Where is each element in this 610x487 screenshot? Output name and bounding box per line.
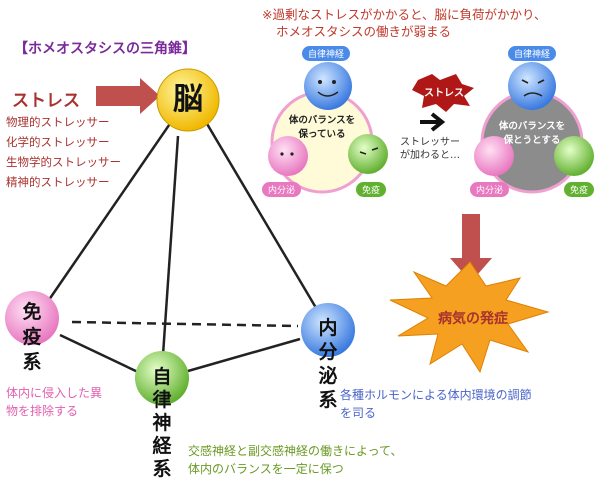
brain-label: 脳 [173,82,203,117]
immune-node [5,291,59,345]
balance-normal-line-2: 保っている [298,129,346,140]
autonomic-character [304,62,352,110]
immune-char-1: 免 [22,301,42,323]
tag-endocrine: 内分泌 [262,182,302,197]
balance-stressed-line-2: 保とうとする [503,135,561,146]
stress-note-line-2: ホメオスタシスの働きが弱まる [276,24,452,39]
tag-autonomic-stressed: 自律神経 [508,46,557,61]
stressor-added-line-1: ストレッサー [400,137,460,148]
autonomic-char-1: 自 [152,366,172,388]
stressor-chemical: 化学的ストレッサー [6,135,110,149]
stress-tag: ストレス [424,88,464,99]
stress-burst [412,74,474,112]
immune-char-2: 疫 [22,326,42,348]
endocrine-label: 内 分 泌 系 [314,316,342,412]
endocrine-desc-line-1: 各種ホルモンによる体内環境の調節 [340,388,532,402]
immune-desc-line-1: 体内に侵入した異 [6,386,103,400]
balance-stressed-line-1: 体のバランスを [498,121,566,132]
endocrine-char-4: 系 [318,389,338,411]
balance-normal-text: 体のバランスを 保っている [288,112,356,140]
stressor-biological: 生物学的ストレッサー [6,155,121,169]
endocrine-desc-line-2: を司る [340,406,377,420]
tag-immune-stressed: 免疫 [564,182,595,197]
outcome-burst [389,261,550,374]
endocrine-char-3: 泌 [318,365,338,387]
stress-note: ※過剰なストレスがかかると、脳に負荷がかかり、 ホメオスタシスの働きが弱まる [262,6,546,40]
diagram-title: 【ホメオスタシスの三角錐】 [14,41,196,57]
balance-normal-line-1: 体のバランスを [288,115,356,126]
immune-char-3: 系 [22,351,42,373]
immune-label: 免 疫 系 [18,300,46,375]
stressor-added-line-2: が加わると… [400,150,460,161]
stress-note-line-1: ※過剰なストレスがかかると、脳に負荷がかかり、 [262,7,547,22]
endocrine-char-1: 内 [318,317,338,339]
immune-character [348,134,388,174]
down-arrow [450,214,492,282]
illustration-stressed [412,62,594,194]
tag-autonomic: 自律神経 [302,46,351,61]
immune-description: 体内に侵入した異 物を排除する [6,384,136,420]
immune-desc-line-2: 物を排除する [6,404,79,418]
tag-immune: 免疫 [356,182,387,197]
autonomic-char-4: 経 [152,435,172,457]
immune-character-stressed [554,136,594,176]
autonomic-node [135,351,189,405]
stressor-mental: 精神的ストレッサー [6,175,110,189]
brain-node [156,68,220,132]
illustration-normal [268,62,388,194]
stressor-physical: 物理的ストレッサー [6,115,110,129]
stress-label: ストレス [12,91,80,111]
balance-stressed-text: 体のバランスを 保とうとする [496,118,568,146]
autonomic-character-stressed [508,62,556,110]
autonomic-char-3: 神 [152,412,172,434]
autonomic-char-2: 律 [152,389,172,411]
endocrine-character-stressed [474,136,514,176]
autonomic-label: 自 律 神 経 系 [148,366,176,481]
tag-endocrine-stressed: 内分泌 [470,182,510,197]
endocrine-description: 各種ホルモンによる体内環境の調節 を司る [340,386,590,422]
transition-arrow [420,112,446,132]
endocrine-character [268,136,308,176]
endocrine-char-2: 分 [318,341,338,363]
autonomic-desc-line-1: 交感神経と副交感神経の働きによって、 [188,444,403,458]
outcome-label: 病気の発症 [438,311,508,327]
autonomic-char-5: 系 [152,458,172,480]
stressor-added-text: ストレッサー が加わると… [400,136,460,162]
triangle-edges [40,111,324,375]
endocrine-node [301,303,355,357]
autonomic-desc-line-2: 体内のバランスを一定に保つ [188,462,344,476]
stress-arrow [96,78,160,114]
autonomic-description: 交感神経と副交感神経の働きによって、 体内のバランスを一定に保つ [188,442,488,478]
